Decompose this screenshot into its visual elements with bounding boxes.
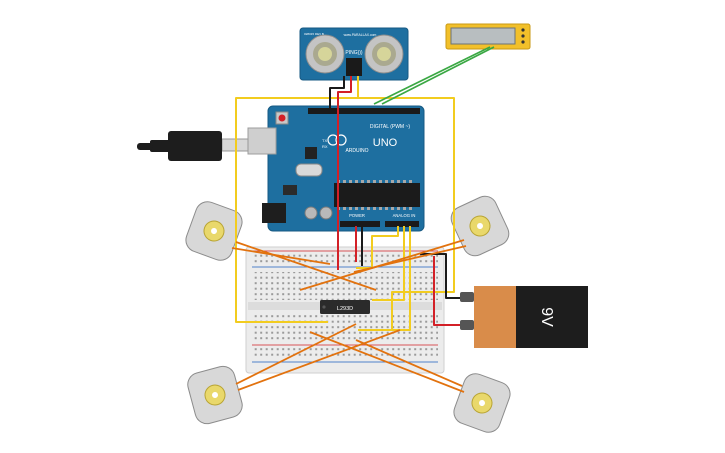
wire-orange-m4b[interactable] bbox=[355, 339, 463, 387]
wire-green-2[interactable] bbox=[381, 46, 495, 105]
battery-label: 9V bbox=[538, 307, 555, 327]
wire-yellow-analog-1[interactable] bbox=[356, 226, 399, 269]
arduino-label: ARDUINO bbox=[345, 148, 368, 154]
motor-driver-chip[interactable]: L293D bbox=[320, 300, 370, 314]
sensor-name: PING))) bbox=[345, 50, 363, 56]
analog-header[interactable] bbox=[385, 221, 419, 227]
wire-yellow-outer[interactable] bbox=[235, 97, 352, 323]
battery-9v[interactable]: 9V bbox=[460, 286, 588, 348]
wire-orange-m2b[interactable] bbox=[353, 245, 467, 273]
lcd-display[interactable] bbox=[445, 23, 531, 50]
arduino-uno-board[interactable]: DIGITAL (PWM ~) UNO ARDUINO POWER ANALOG… bbox=[247, 105, 425, 232]
driver-label: L293D bbox=[337, 306, 353, 312]
ultrasonic-sensor[interactable]: www.PARALLAX.com PING))) #28015 REV B bbox=[299, 27, 409, 81]
dc-motor-bottom-left[interactable] bbox=[185, 364, 245, 427]
wire-red-battery[interactable] bbox=[433, 256, 460, 326]
dc-motor-top-right[interactable] bbox=[447, 192, 512, 259]
reset-button[interactable] bbox=[278, 114, 286, 122]
dc-motor-bottom-right[interactable] bbox=[451, 370, 514, 435]
sensor-brand: www.PARALLAX.com bbox=[344, 33, 377, 37]
uno-label: UNO bbox=[373, 137, 398, 149]
power-label: POWER bbox=[349, 213, 365, 218]
wire-orange-m3a[interactable] bbox=[235, 323, 357, 385]
wire-orange-m4a[interactable] bbox=[309, 331, 465, 393]
wire-yellow-analog-2[interactable] bbox=[372, 226, 405, 301]
dc-motor-top-left[interactable] bbox=[183, 198, 246, 263]
wire-orange-m1a[interactable] bbox=[231, 247, 331, 265]
wire-orange-m3b[interactable] bbox=[237, 329, 401, 391]
analog-label: ANALOG IN bbox=[393, 213, 416, 218]
wire-green-1[interactable] bbox=[373, 46, 491, 105]
power-header[interactable] bbox=[340, 221, 380, 227]
usb-cable[interactable] bbox=[137, 131, 249, 161]
wire-red-sensor[interactable] bbox=[337, 76, 352, 270]
digital-label: DIGITAL (PWM ~) bbox=[370, 124, 410, 130]
sensor-model: #28015 REV B bbox=[304, 32, 324, 36]
digital-header[interactable] bbox=[308, 108, 420, 114]
wire-yellow-right[interactable] bbox=[352, 97, 455, 331]
wire-black-sensor[interactable] bbox=[329, 76, 345, 110]
wires[interactable] bbox=[231, 46, 495, 393]
rx-label: RX bbox=[322, 144, 328, 149]
tx-label: TX bbox=[322, 138, 327, 143]
wire-orange-m1b[interactable] bbox=[235, 241, 377, 291]
